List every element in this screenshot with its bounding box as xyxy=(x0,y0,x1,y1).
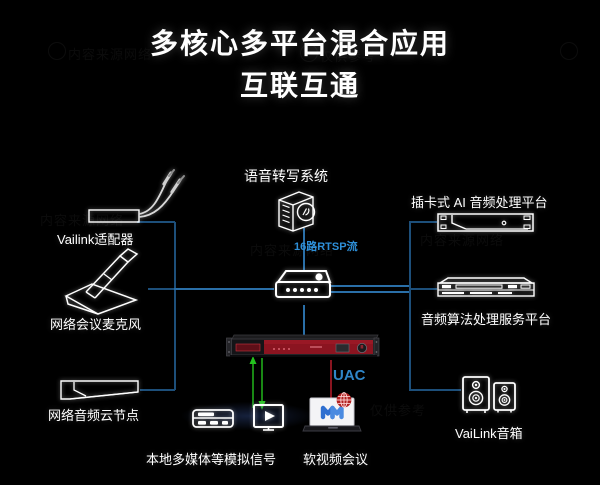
page-title-line-1: 多核心多平台混合应用 xyxy=(149,28,450,59)
link-switch-to-right-trunk xyxy=(330,285,410,287)
device-conference-microphone[interactable] xyxy=(58,248,150,316)
label-vailink-adapter: Vailink适配器 xyxy=(57,232,134,247)
label-conference-microphone: 网络会议麦克风 xyxy=(50,317,142,332)
watermark-ring xyxy=(560,42,578,60)
device-core-rack-processor[interactable] xyxy=(226,333,381,361)
device-transcription-server[interactable] xyxy=(277,190,331,232)
link-microphone-to-trunk xyxy=(148,288,175,290)
label-transcription-system: 语音转写系统 xyxy=(244,168,328,184)
link-switch-to-right-trunk-2 xyxy=(330,291,410,293)
label-rtsp-stream: 16路RTSP流 xyxy=(294,241,358,253)
watermark-ring xyxy=(48,42,66,60)
link-switch-to-transcription-lower xyxy=(303,257,305,272)
label-uac: UAC xyxy=(333,367,366,384)
device-vailink-speakers[interactable] xyxy=(461,375,525,415)
device-ai-audio-platform[interactable] xyxy=(436,212,536,236)
link-cloudnode-to-trunk xyxy=(140,389,175,391)
device-dvd-player[interactable] xyxy=(192,406,234,430)
link-trunk-to-switch xyxy=(174,288,274,290)
device-network-audio-node[interactable] xyxy=(60,378,142,402)
label-network-audio-node: 网络音频云节点 xyxy=(48,408,140,423)
label-soft-conference: 软视频会议 xyxy=(303,452,369,467)
label-ai-platform: 插卡式 AI 音频处理平台 xyxy=(411,195,548,210)
trunk-line-left xyxy=(174,222,176,390)
link-adapter-to-trunk xyxy=(137,221,175,223)
label-algorithm-platform: 音频算法处理服务平台 xyxy=(421,312,552,327)
device-media-play[interactable] xyxy=(252,403,286,433)
watermark-text: 仅供参考 xyxy=(370,400,426,419)
globe-icon xyxy=(335,391,353,409)
label-vailink-speakers: VaiLink音箱 xyxy=(455,426,523,441)
link-trunk-to-speakers xyxy=(409,389,461,391)
device-vailink-adapter[interactable] xyxy=(88,169,188,225)
device-network-switch[interactable] xyxy=(272,268,334,306)
watermark-ring xyxy=(300,44,318,62)
page-title-line-2: 互联互通 xyxy=(239,70,360,101)
device-audio-algorithm-platform[interactable] xyxy=(436,275,536,301)
device-soft-conference-laptop[interactable] xyxy=(302,397,362,433)
link-switch-to-transcription xyxy=(303,228,305,272)
link-switch-to-core xyxy=(303,305,305,338)
link-core-to-soft-conference xyxy=(330,360,332,400)
label-multimedia-sources: 本地多媒体等模拟信号 xyxy=(146,452,277,467)
link-trunk-to-ai-platform xyxy=(409,221,437,223)
link-trunk-to-algo-platform xyxy=(409,288,437,290)
trunk-line-right xyxy=(409,222,411,390)
